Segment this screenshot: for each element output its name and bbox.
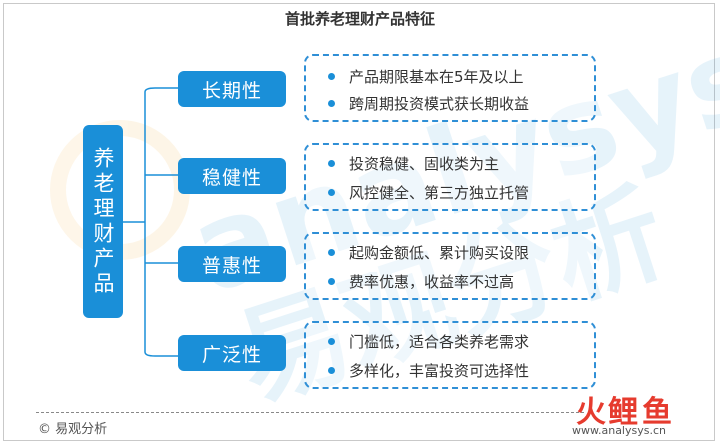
category-long-term: 长期性 xyxy=(178,71,286,107)
analysys-logo: 火 鲤 鱼 www.analysys.cn xyxy=(572,395,672,437)
panel-long-term: 产品期限基本在5年及以上 跨周期投资模式获长期收益 xyxy=(304,54,596,122)
page-title: 首批养老理财产品特征 xyxy=(284,10,435,28)
bullet-icon xyxy=(328,100,335,107)
bullet-icon xyxy=(328,338,335,345)
bullet-icon xyxy=(328,278,335,285)
point-text: 产品期限基本在5年及以上 xyxy=(349,68,524,86)
category-stability: 稳健性 xyxy=(178,158,286,194)
category-inclusive: 普惠性 xyxy=(178,246,286,282)
bullet-icon xyxy=(328,73,335,80)
category-broad: 广泛性 xyxy=(178,335,286,371)
footer-divider xyxy=(36,412,584,413)
bullet-icon xyxy=(328,160,335,167)
root-node: 养老理财产品 xyxy=(83,125,123,318)
point-text: 起购金额低、累计购买设限 xyxy=(349,244,530,262)
point-text: 门槛低，适合各类养老需求 xyxy=(349,333,530,351)
point-text: 跨周期投资模式获长期收益 xyxy=(349,95,530,113)
point-item: 风控健全、第三方独立托管 xyxy=(328,182,529,203)
svg-text:火: 火 xyxy=(576,395,606,430)
point-item: 投资稳健、固收类为主 xyxy=(328,153,499,174)
point-item: 费率优惠，收益率不过高 xyxy=(328,271,514,292)
point-item: 多样化，丰富投资可选择性 xyxy=(328,360,529,381)
point-text: 风控健全、第三方独立托管 xyxy=(349,184,530,202)
panel-inclusive: 起购金额低、累计购买设限 费率优惠，收益率不过高 xyxy=(304,232,596,300)
point-item: 门槛低，适合各类养老需求 xyxy=(328,331,529,352)
figure-frame xyxy=(3,3,715,441)
bullet-icon xyxy=(328,367,335,374)
svg-text:鱼: 鱼 xyxy=(642,395,672,430)
point-text: 费率优惠，收益率不过高 xyxy=(349,273,515,291)
point-text: 多样化，丰富投资可选择性 xyxy=(349,362,530,380)
footer-source: © 易观分析 xyxy=(38,422,108,437)
point-text: 投资稳健、固收类为主 xyxy=(349,155,500,173)
point-item: 起购金额低、累计购买设限 xyxy=(328,242,529,263)
panel-stability: 投资稳健、固收类为主 风控健全、第三方独立托管 xyxy=(304,143,596,211)
point-item: 产品期限基本在5年及以上 xyxy=(328,66,524,87)
logo-domain: www.analysys.cn xyxy=(572,424,666,437)
svg-text:鲤: 鲤 xyxy=(608,395,638,430)
bullet-icon xyxy=(328,249,335,256)
bullet-icon xyxy=(328,189,335,196)
panel-broad: 门槛低，适合各类养老需求 多样化，丰富投资可选择性 xyxy=(304,321,596,389)
point-item: 跨周期投资模式获长期收益 xyxy=(328,93,529,114)
